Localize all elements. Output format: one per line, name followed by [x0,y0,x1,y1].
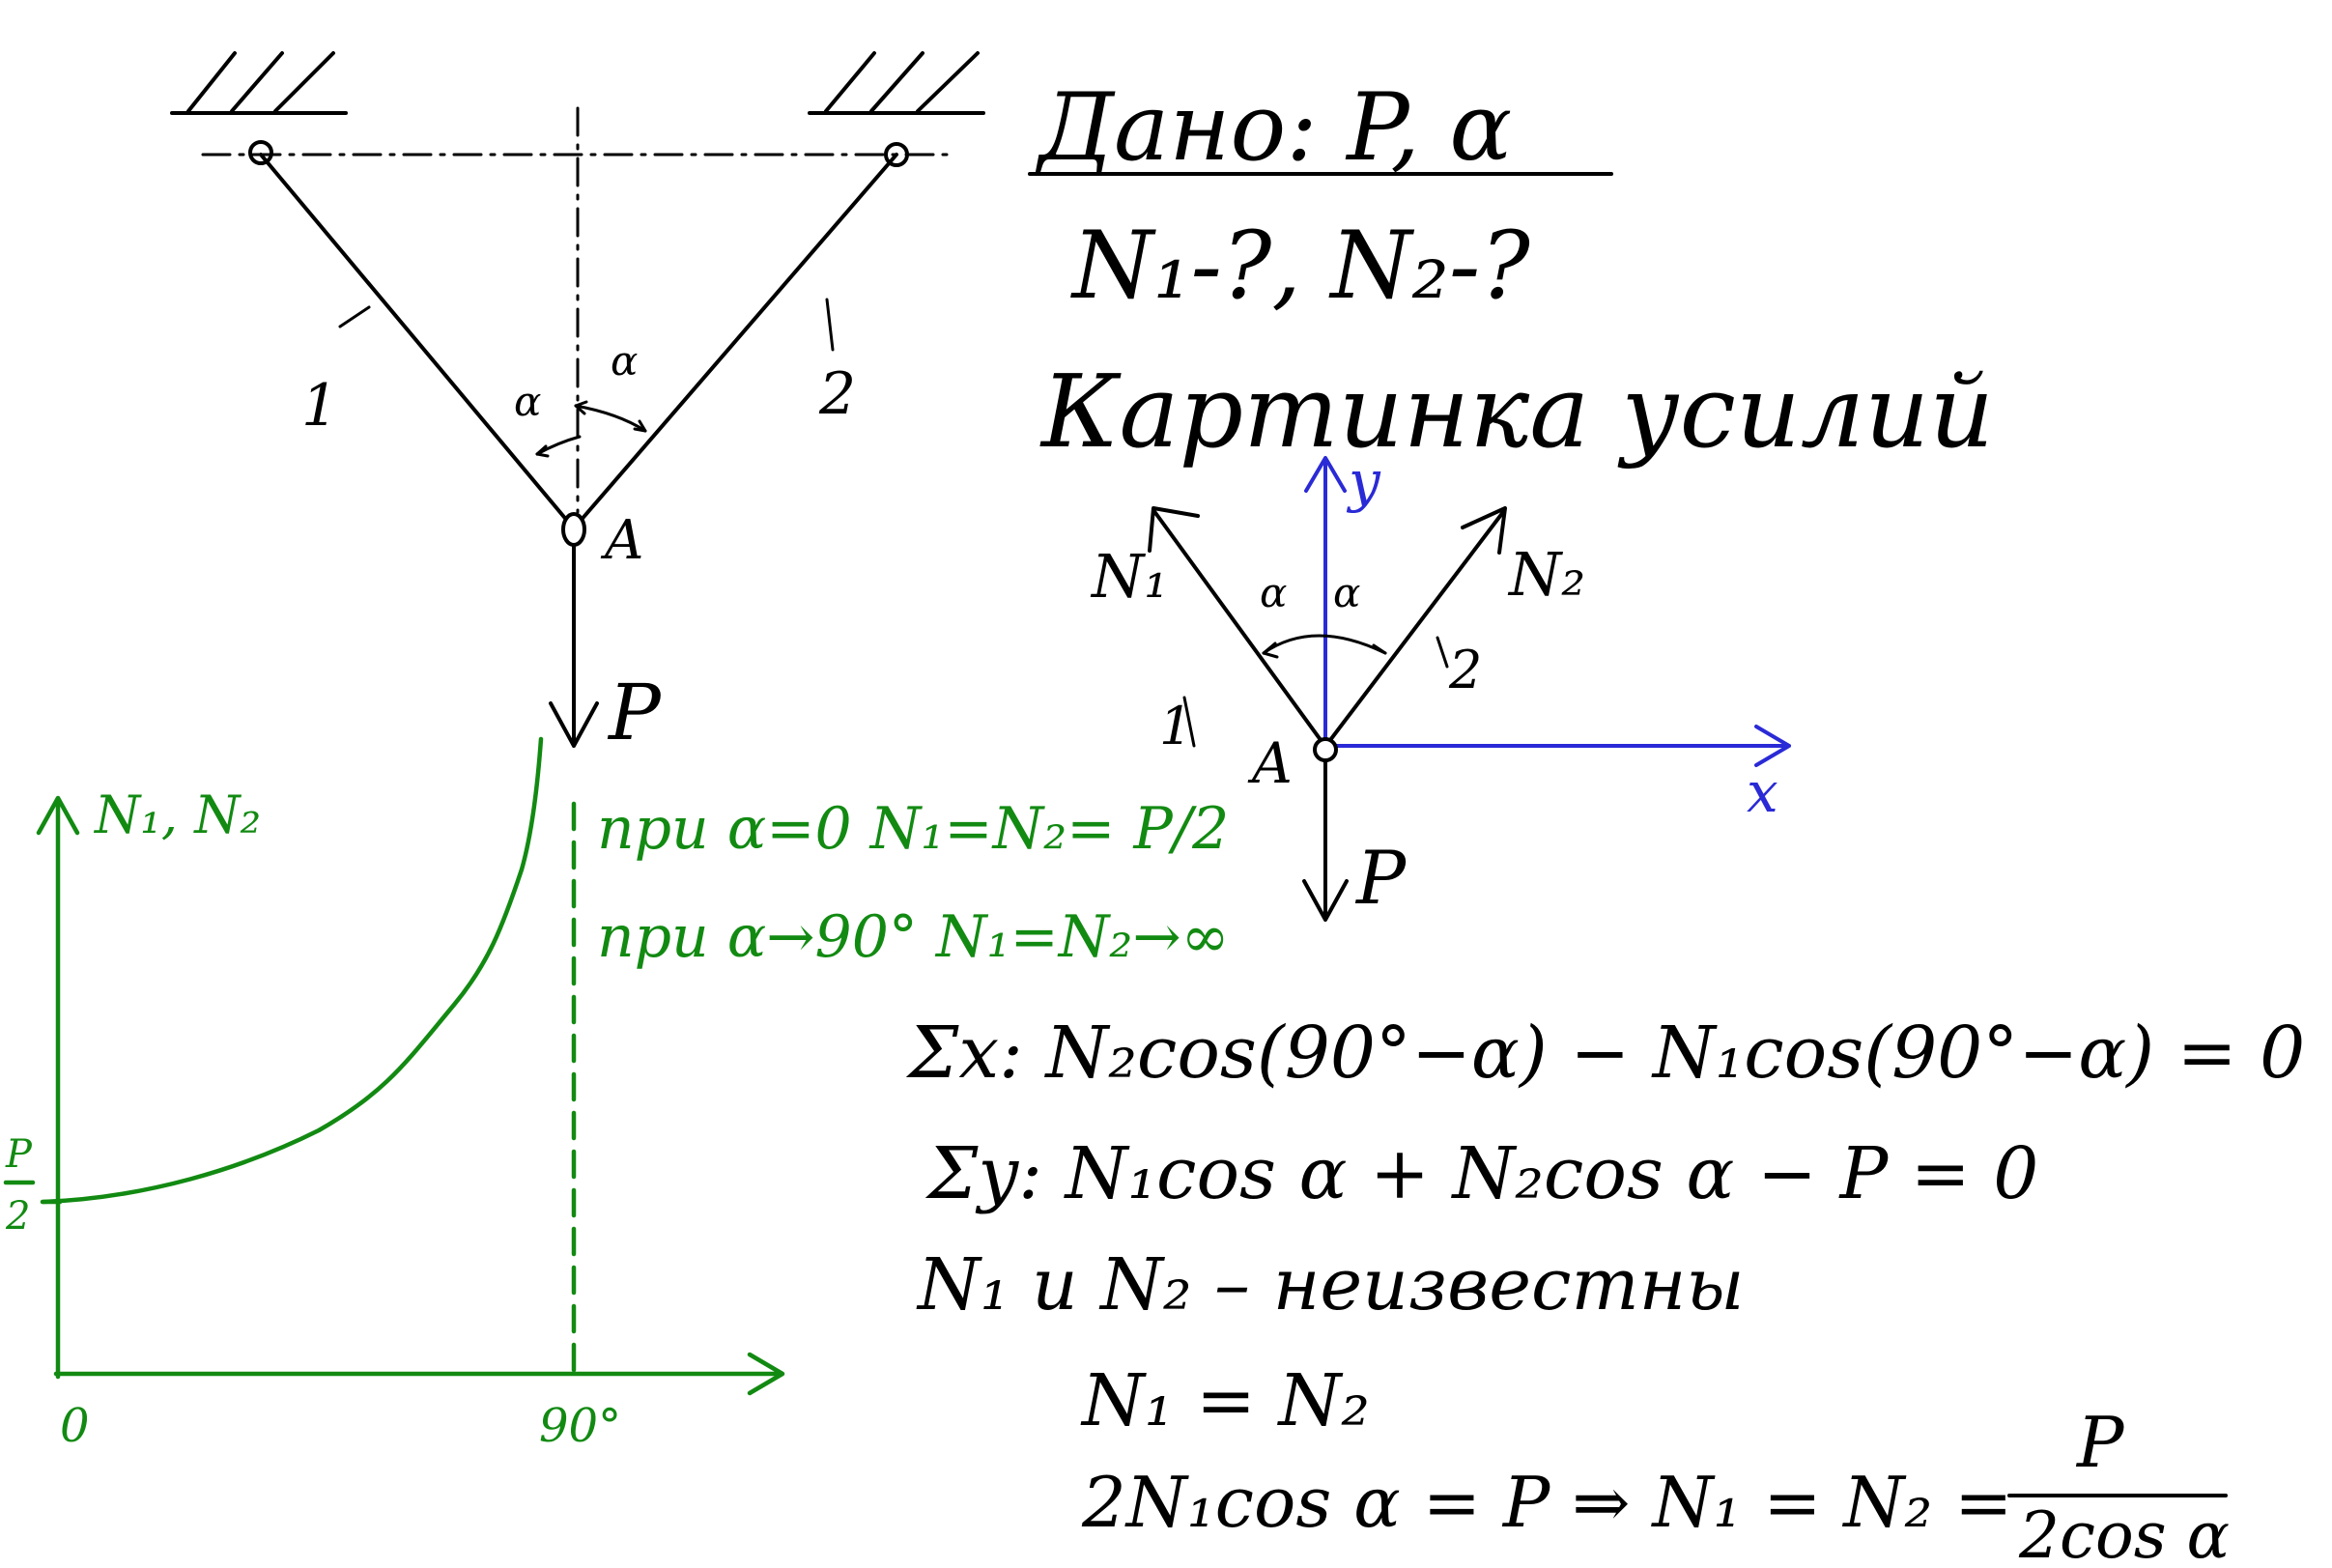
graph-x-axis [53,1352,785,1396]
node-a-fbd [1313,737,1338,762]
force-angle-graph: N₁, N₂ 0 90° P 2 при α=0 N₁=N₂= P/2 при … [3,736,1230,1453]
angle-left-label: α [514,378,541,425]
fbd-angle-left: α [1260,569,1287,616]
graph-y-mark-num: P [5,1132,33,1177]
x-axis [1323,725,1791,767]
left-support [170,51,348,165]
graph-note-2: при α→90° N₁=N₂→∞ [597,903,1230,971]
fbd-rod-1-label: 1 [1159,696,1192,756]
node-a-hinge [561,512,586,547]
equation-equality: N₁ = N₂ [1080,1359,1370,1442]
fbd-node-a-label: A [1247,730,1293,796]
node-a-label: A [600,509,643,572]
free-body-diagram: y x N₁ N₂ 1 2 α α A P [1090,448,1791,922]
structure-diagram: 1 2 α α A P [170,51,985,757]
x-axis-label: x [1747,759,1778,825]
fbd-load-p-label: P [1354,835,1408,921]
load-p-arrow-fbd [1302,754,1349,922]
load-p-label: P [607,668,662,757]
graph-origin-label: 0 [60,1399,90,1453]
graph-x-mark-90: 90° [539,1399,621,1453]
rod-2 [578,153,898,524]
equation-sum-x: Σx: N₂cos(90°−α) − N₁cos(90°−α) = 0 [905,1012,2305,1095]
angle-arc-left [535,435,582,456]
graph-y-axis [36,795,80,1380]
force-curve [41,736,544,1205]
equations-block: Σx: N₂cos(90°−α) − N₁cos(90°−α) = 0 Σy: … [905,1012,2305,1568]
graph-y-mark-den: 2 [5,1194,30,1239]
right-support [808,51,985,167]
load-arrow-p [549,545,599,748]
fbd-angle-arc [1262,634,1387,655]
equation-sum-y: Σy: N₁cos α + N₂cos α − P = 0 [924,1132,2038,1215]
y-axis-label: y [1346,448,1381,514]
rod-1 [259,153,570,524]
angle-arc-right [574,404,647,433]
section-heading: Картинка усилий [1039,353,1994,470]
n2-label: N₂ [1507,539,1585,610]
graph-y-label: N₁, N₂ [93,784,261,845]
force-n2-arrow [1325,506,1507,746]
result-numerator: P [2075,1402,2125,1483]
rod-2-label: 2 [818,360,856,428]
angle-right-label: α [611,337,638,385]
force-n1-arrow [1148,506,1325,746]
result-denominator: 2cos α [2018,1498,2230,1568]
fbd-angle-right: α [1333,569,1360,616]
given-label: Дано: P, α [1035,73,1512,182]
given-block: Дано: P, α N₁-?, N₂-? [1028,73,1613,320]
n1-label: N₁ [1090,541,1168,612]
equation-result-lhs: 2N₁cos α = P ⇒ N₁ = N₂ = [1081,1462,2013,1543]
y-axis [1304,456,1347,751]
graph-note-1: при α=0 N₁=N₂= P/2 [597,795,1229,863]
fbd-rod-2-label: 2 [1448,640,1482,700]
rod-1-label: 1 [301,372,338,440]
unknowns-label: N₁-?, N₂-? [1070,212,1530,320]
unknowns-note: N₁ и N₂ – неизвестны [916,1243,1745,1326]
